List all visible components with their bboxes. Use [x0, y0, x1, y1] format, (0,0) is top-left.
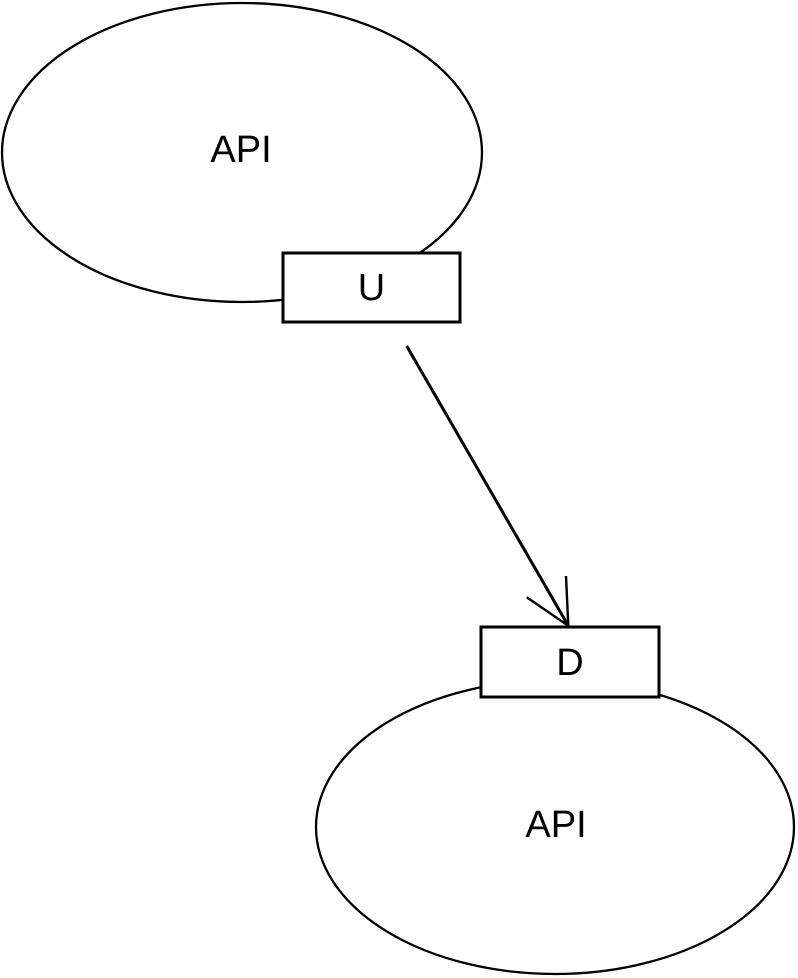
upstream-port-label: U — [358, 267, 385, 309]
upstream-api-ellipse — [0, 1, 484, 304]
upstream-port-rect — [281, 251, 462, 324]
arrowhead-barb-right-icon — [564, 575, 570, 626]
downstream-api-label: API — [525, 804, 586, 846]
upstream-api-label: API — [210, 129, 271, 171]
edge-u-to-d-line — [405, 345, 570, 627]
downstream-port-label: D — [556, 642, 583, 684]
arrowhead-barb-left-icon — [526, 596, 569, 627]
downstream-port-rect — [479, 625, 661, 699]
